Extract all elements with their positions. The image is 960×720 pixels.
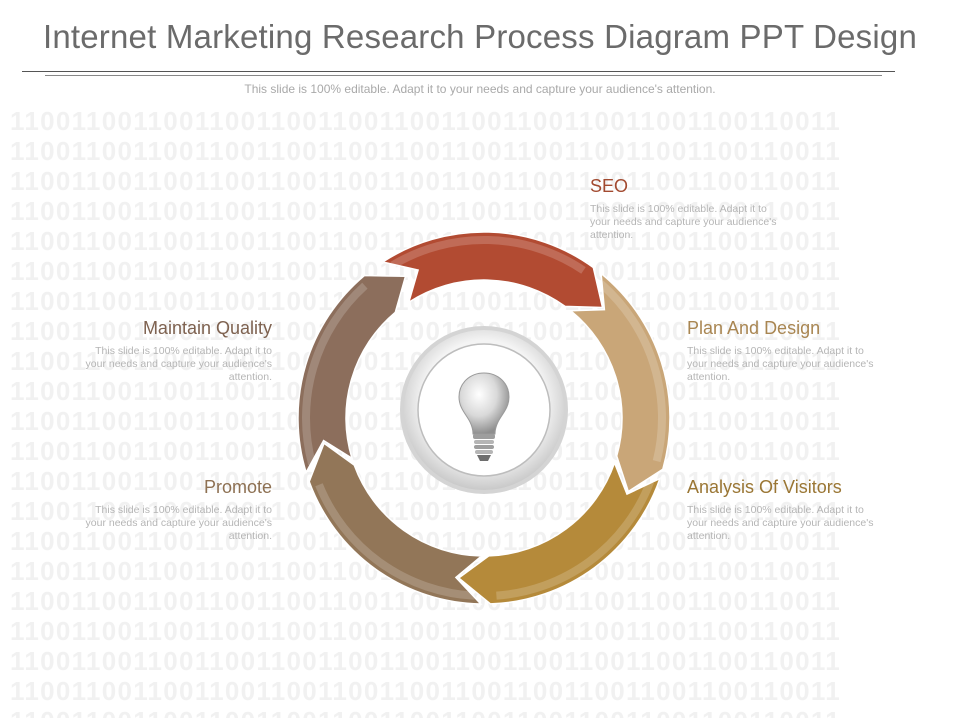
binary-row: 1100110011001100110011001100110011001100…	[10, 316, 841, 346]
cycle-arrow-highlight	[315, 483, 475, 600]
binary-row: 1100110011001100110011001100110011001100…	[10, 136, 841, 166]
binary-row: 1100110011001100110011001100110011001100…	[10, 616, 841, 646]
cycle-arrow-highlight	[302, 282, 368, 466]
cycle-arrow-4	[308, 442, 484, 605]
step-description: This slide is 100% editable. Adapt it to…	[85, 504, 272, 542]
slide-subtitle: This slide is 100% editable. Adapt it to…	[244, 82, 716, 96]
light-bulb-icon	[458, 372, 510, 461]
step-description: This slide is 100% editable. Adapt it to…	[85, 345, 272, 383]
binary-row: 1100110011001100110011001100110011001100…	[10, 706, 955, 718]
binary-row: 1100110011001100110011001100110011001100…	[10, 496, 841, 526]
step-description: This slide is 100% editable. Adapt it to…	[590, 203, 777, 241]
cycle-arrow-1	[380, 231, 604, 309]
step-heading: Promote	[203, 477, 272, 497]
binary-row: 1100110011001100110011001100110011001100…	[10, 166, 841, 196]
title-divider-secondary	[45, 75, 882, 76]
cycle-arrow-3	[457, 460, 662, 605]
binary-row: 1100110011001100110011001100110011001100…	[10, 646, 841, 676]
step-heading: Plan And Design	[687, 318, 821, 338]
cycle-arrow-highlight	[598, 280, 666, 463]
step-heading: Analysis Of Visitors	[687, 477, 842, 497]
binary-row: 1100110011001100110011001100110011001100…	[10, 196, 841, 226]
step-heading: Maintain Quality	[142, 318, 272, 338]
cycle-arrows	[297, 231, 671, 605]
binary-row: 1100110011001100110011001100110011001100…	[10, 466, 841, 496]
step-heading: SEO	[590, 176, 629, 196]
binary-row: 1100110011001100110011001100110011001100…	[10, 676, 841, 706]
step-description: This slide is 100% editable. Adapt it to…	[687, 504, 874, 542]
cycle-arrow-highlight	[390, 235, 586, 274]
cycle-arrow-2	[568, 271, 671, 493]
cycle-arrow-highlight	[496, 480, 654, 600]
slide-title: Internet Marketing Research Process Diag…	[42, 18, 918, 55]
title-divider	[22, 71, 895, 72]
step-1-label-group: SEO This slide is 100% editable. Adapt it…	[590, 176, 780, 242]
binary-row: 1100110011001100110011001100110011001100…	[10, 106, 841, 136]
cycle-arrow-5	[297, 274, 407, 475]
step-description: This slide is 100% editable. Adapt it to…	[687, 345, 874, 383]
